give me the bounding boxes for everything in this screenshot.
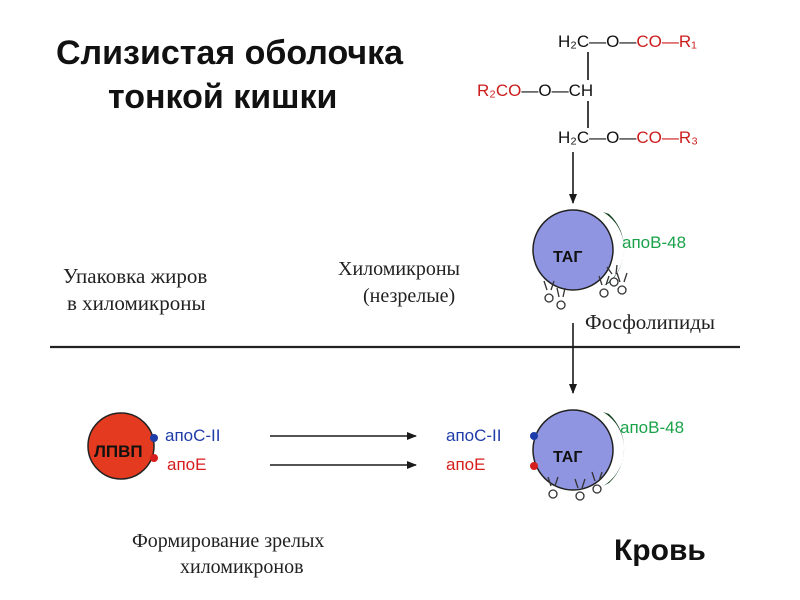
hdl-label: ЛПВП xyxy=(94,442,143,461)
title-line-2: тонкой кишки xyxy=(108,78,337,116)
formula-row-2: R₂CO—O—CH xyxy=(477,81,593,100)
apob48-label-bottom: апоВ-48 xyxy=(620,418,684,437)
hdl-apoe-dot xyxy=(150,454,158,462)
formula-row-1: H₂C—O—CO—R₁ xyxy=(558,32,697,51)
immature-chylomicron: ТАГ xyxy=(532,209,628,310)
hdl-apoc2-dot xyxy=(150,434,158,442)
formation-label-line-2: хиломикронов xyxy=(180,556,304,578)
packaging-label-line-1: Упаковка жиров xyxy=(63,264,207,288)
mature-chylomicron-particle xyxy=(532,409,614,491)
title-line-1: Слизистая оболочка xyxy=(56,34,404,72)
phospholipid-icon xyxy=(543,264,628,310)
apoe-label-left: апоЕ xyxy=(167,455,206,474)
formation-label-line-1: Формирование зрелых xyxy=(132,530,324,552)
chylomicron-particle xyxy=(532,209,614,291)
tag-label: ТАГ xyxy=(553,249,582,266)
triglyceride-formula: H₂C—O—CO—R₁ R₂CO—O—CH H₂C—O—CO—R₃ xyxy=(477,32,698,147)
tag-label-mature: ТАГ xyxy=(553,449,582,466)
phospholipids-label: Фосфолипиды xyxy=(585,310,715,334)
formula-row-3: H₂C—O—CO—R₃ xyxy=(558,128,698,147)
immature-chylomicron-label-line-2: (незрелые) xyxy=(363,285,455,307)
apob48-label-top: апоВ-48 xyxy=(622,233,686,252)
packaging-label-line-2: в хиломикроны xyxy=(67,291,206,315)
mature-chylomicron: ТАГ xyxy=(530,409,625,501)
apoc2-label-right: апоС-II xyxy=(446,426,502,445)
mature-apoe-dot xyxy=(530,462,538,470)
hdl-circle xyxy=(87,412,155,480)
immature-chylomicron-label-line-1: Хиломикроны xyxy=(338,258,460,280)
hdl-particle: ЛПВП xyxy=(87,412,158,480)
blood-label: Кровь xyxy=(614,534,706,567)
phospholipid-icon-mature xyxy=(547,471,603,501)
mature-apoc2-dot xyxy=(530,432,538,440)
apoe-label-right: апоЕ xyxy=(446,455,485,474)
apoc2-label-left: апоС-II xyxy=(165,426,221,445)
